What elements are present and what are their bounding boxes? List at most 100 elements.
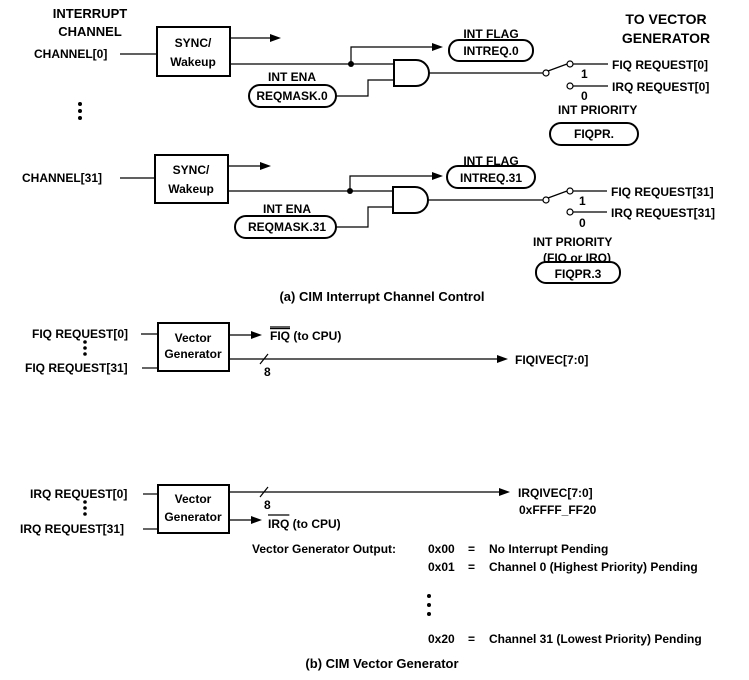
vector-output-table: Vector Generator Output: 0x00 = No Inter… xyxy=(252,542,702,646)
ellipsis-dot xyxy=(83,346,87,350)
output-eq: = xyxy=(468,542,475,556)
fiq-cpu-suffix: (to CPU) xyxy=(290,329,341,343)
intreq-label-0: INTREQ.0 xyxy=(463,44,519,58)
reqmask-label-31: REQMASK.31 xyxy=(248,220,326,234)
flag-wire-0 xyxy=(350,46,433,64)
intreq-label-31: INTREQ.31 xyxy=(460,171,522,185)
fiq-vector-arrow xyxy=(497,355,508,363)
int-ena-label-31: INT ENA xyxy=(263,202,311,216)
irq-box-generator-label: Generator xyxy=(164,510,222,524)
output-desc: Channel 0 (Highest Priority) Pending xyxy=(489,560,698,574)
mux-contact-irq-0 xyxy=(566,82,574,90)
mux-contact-fiq-31 xyxy=(566,187,574,195)
irq-cpu-suffix: (to CPU) xyxy=(289,517,340,531)
sync-label-0: SYNC/ xyxy=(175,36,212,50)
and-gate-31 xyxy=(392,186,429,214)
irq-vector-generator: IRQ REQUEST[0] IRQ REQUEST[31] Vector Ge… xyxy=(20,484,597,536)
ellipsis-dot xyxy=(427,594,431,598)
ellipsis-dot xyxy=(83,506,87,510)
mask-wire-0 xyxy=(336,79,394,97)
mux-pivot-0 xyxy=(542,69,550,77)
channel-0-input-label: CHANNEL[0] xyxy=(34,47,107,61)
ellipsis-dot xyxy=(78,109,82,113)
ellipsis-dot xyxy=(427,603,431,607)
ellipsis-dot xyxy=(78,102,82,106)
output-desc: Channel 31 (Lowest Priority) Pending xyxy=(489,632,702,646)
header-interrupt: INTERRUPT xyxy=(53,6,127,21)
wakeup-label-31: Wakeup xyxy=(168,182,214,196)
ellipsis-dot xyxy=(83,340,87,344)
sync-wakeup-box-31 xyxy=(154,154,229,204)
fiq-box-vector-label: Vector xyxy=(175,331,212,345)
flag-wire-31 xyxy=(349,175,433,191)
mux-contact-fiq-0 xyxy=(566,60,574,68)
int-ena-label-0: INT ENA xyxy=(268,70,316,84)
ellipsis-dot xyxy=(83,352,87,356)
fiq-cpu-label: FIQ (to CPU) xyxy=(270,329,341,343)
mask-wire-31 xyxy=(336,206,393,228)
ellipsis-dot xyxy=(83,512,87,516)
mux-pivot-31 xyxy=(542,196,550,204)
fiq-cpu-signal: FIQ xyxy=(270,329,290,343)
channel-ellipsis xyxy=(78,102,82,120)
int-priority-label-31: INT PRIORITY xyxy=(533,235,612,249)
fiq-box-generator-label: Generator xyxy=(164,347,222,361)
int-priority-label-0: INT PRIORITY xyxy=(558,103,637,117)
irq-cpu-label: IRQ (to CPU) xyxy=(268,517,341,531)
mux-zero-label-31: 0 xyxy=(579,216,586,230)
channel-31-logic: CHANNEL[31] SYNC/ Wakeup INT FLAG INTREQ… xyxy=(22,154,715,284)
fiqivec-label: FIQIVEC[7:0] xyxy=(515,353,588,367)
wakeup-arrow-0 xyxy=(270,34,281,42)
vector-output-label: Vector Generator Output: xyxy=(252,542,396,556)
reqmask-label-0: REQMASK.0 xyxy=(256,89,328,103)
irqivec-label: IRQIVEC[7:0] xyxy=(518,486,593,500)
sync-wakeup-box-0 xyxy=(156,26,231,77)
irq-vector-generator-box xyxy=(157,484,230,534)
irq-request-0-label: IRQ REQUEST[0] xyxy=(612,80,709,94)
wakeup-arrow-31 xyxy=(260,162,271,170)
irq-request-first-label: IRQ REQUEST[0] xyxy=(30,487,127,501)
fiqpr-register-0 xyxy=(549,122,639,146)
fiq-bus-slash xyxy=(259,353,269,365)
ellipsis-dot xyxy=(78,116,82,120)
mux-switch-0 xyxy=(547,63,568,72)
mux-one-label-0: 1 xyxy=(581,67,588,81)
irq-vector-address: 0xFFFF_FF20 xyxy=(519,503,597,517)
channel-0-logic: CHANNEL[0] SYNC/ Wakeup INT FLAG INTREQ.… xyxy=(34,26,709,146)
irq-cpu-signal: IRQ xyxy=(268,517,289,531)
caption-part-b: (b) CIM Vector Generator xyxy=(305,656,458,671)
channel-31-input-label: CHANNEL[31] xyxy=(22,171,102,185)
reqmask-register-31 xyxy=(234,215,337,239)
output-desc: No Interrupt Pending xyxy=(489,542,608,556)
and-gate-0 xyxy=(393,59,430,87)
irq-request-31-label: IRQ REQUEST[31] xyxy=(611,206,715,220)
output-eq: = xyxy=(468,632,475,646)
fiq-request-0-label: FIQ REQUEST[0] xyxy=(612,58,708,72)
output-code: 0x20 xyxy=(428,632,455,646)
ellipsis-dot xyxy=(427,612,431,616)
output-code: 0x00 xyxy=(428,542,455,556)
fiq-cpu-arrow xyxy=(251,331,262,339)
sync-label-31: SYNC/ xyxy=(173,163,210,177)
irq-request-last-label: IRQ REQUEST[31] xyxy=(20,522,124,536)
output-eq: = xyxy=(468,560,475,574)
header-to-vector: TO VECTOR xyxy=(625,11,706,27)
irq-vector-arrow xyxy=(499,488,510,496)
fiq-vector-generator: FIQ REQUEST[0] FIQ REQUEST[31] Vector Ge… xyxy=(25,322,588,379)
fiq-request-last-label: FIQ REQUEST[31] xyxy=(25,361,128,375)
fiq-request-first-label: FIQ REQUEST[0] xyxy=(32,327,128,341)
mux-zero-label-0: 0 xyxy=(581,89,588,103)
intreq-register-31 xyxy=(446,165,536,189)
intreq-register-0 xyxy=(448,39,534,62)
irq-box-vector-label: Vector xyxy=(175,492,212,506)
fiqpr-label-0: FIQPR. xyxy=(574,127,614,141)
fiq-bus-width: 8 xyxy=(264,365,271,379)
irq-bus-slash xyxy=(259,486,269,498)
header-channel: CHANNEL xyxy=(58,24,122,39)
output-code: 0x01 xyxy=(428,560,455,574)
fiqpr-label-31: FIQPR.3 xyxy=(555,267,602,281)
irq-bus-width: 8 xyxy=(264,498,271,512)
wakeup-label-0: Wakeup xyxy=(170,55,216,69)
flag-arrow-31 xyxy=(432,172,443,180)
